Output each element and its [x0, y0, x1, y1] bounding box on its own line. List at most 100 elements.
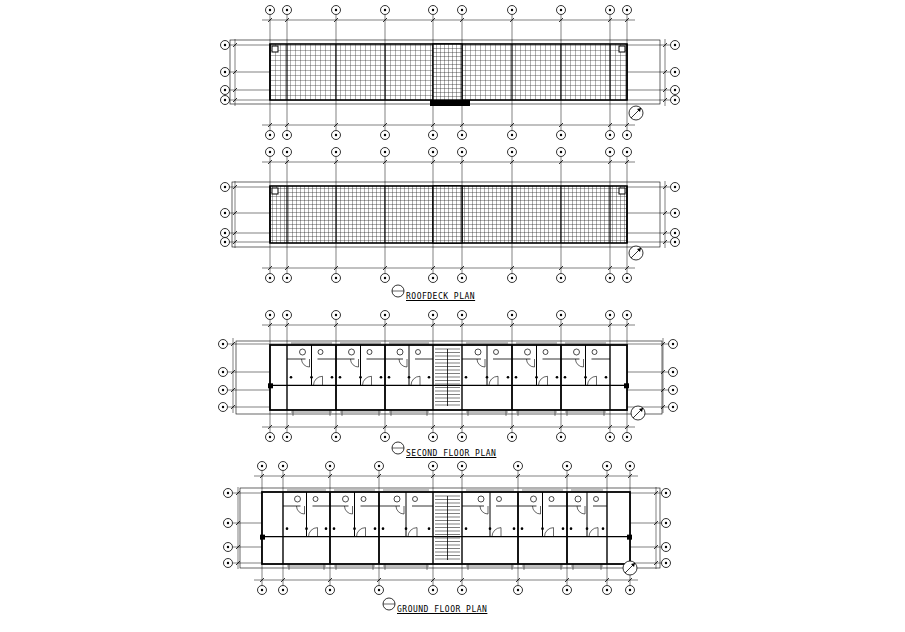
- grid-bubble: [603, 462, 612, 471]
- window: [516, 412, 557, 413]
- light-fixture: [388, 376, 391, 379]
- grid-bubble-dot: [674, 44, 676, 46]
- dimension-tick: [231, 405, 235, 409]
- roof-beam: [335, 44, 336, 100]
- window: [466, 490, 514, 491]
- party-wall: [329, 492, 330, 564]
- railing: [524, 564, 525, 570]
- dimension-tick: [268, 266, 272, 270]
- party-wall: [378, 492, 379, 564]
- interior-wall: [330, 506, 349, 507]
- door-swing: [345, 506, 353, 514]
- window: [287, 566, 326, 567]
- interior-wall: [462, 506, 484, 507]
- slab-outline: [232, 182, 660, 247]
- north-arrow: [623, 561, 637, 575]
- window: [466, 343, 508, 344]
- plan-title: ROOFDECK PLAN: [405, 292, 476, 301]
- grid-bubble-dot: [629, 465, 631, 467]
- dimension-line: [238, 487, 239, 569]
- interior-wall: [536, 345, 537, 385]
- plan-title-box: GROUND FLOOR PLAN: [396, 598, 488, 616]
- grid-bubble-dot: [461, 314, 463, 316]
- dimension-tick: [236, 561, 240, 565]
- interior-wall: [567, 506, 581, 507]
- dimension-tick: [625, 323, 629, 327]
- window: [522, 566, 563, 567]
- grid-bubble-dot: [227, 492, 229, 494]
- grid-bubble-dot: [461, 465, 463, 467]
- light-fixture: [586, 527, 589, 530]
- grid-bubble: [332, 274, 341, 283]
- grid-bubble-dot: [269, 277, 271, 279]
- dimension-tick: [510, 323, 514, 327]
- party-wall: [335, 345, 336, 410]
- door-swing: [408, 528, 417, 537]
- dimension-tick: [608, 18, 612, 22]
- interior-wall: [462, 359, 481, 360]
- grid-bubble: [508, 274, 517, 283]
- lavatory-fixture: [413, 497, 418, 502]
- grid-bubble-dot: [626, 314, 628, 316]
- window: [389, 412, 429, 413]
- grid-bubble: [626, 462, 635, 471]
- grid-bubble-dot: [335, 151, 337, 153]
- grid-bubble: [221, 209, 230, 218]
- dimension-tick: [565, 474, 569, 478]
- grid-bubble: [381, 131, 390, 140]
- grid-bubble: [326, 586, 335, 595]
- grid-line: [610, 15, 611, 130]
- grid-bubble: [221, 41, 230, 50]
- dimension-line: [656, 487, 657, 569]
- interior-wall: [367, 359, 386, 360]
- lavatory-fixture: [494, 350, 499, 355]
- north-arrow: [631, 563, 635, 567]
- grid-bubble-dot: [461, 589, 463, 591]
- grid-line: [433, 320, 434, 432]
- dimension-tick: [431, 123, 435, 127]
- grid-line: [561, 15, 562, 130]
- dimension-tick: [431, 266, 435, 270]
- light-fixture: [359, 376, 362, 379]
- dimension-tick: [431, 474, 435, 478]
- grid-bubble: [557, 148, 566, 157]
- interior-wall: [493, 359, 512, 360]
- railing: [573, 564, 574, 570]
- lavatory-fixture: [361, 497, 366, 502]
- grid-bubble-dot: [511, 134, 513, 136]
- grid-bubble: [221, 238, 230, 247]
- dimension-tick: [285, 160, 289, 164]
- dimension-tick: [334, 123, 338, 127]
- roof-beam: [286, 44, 287, 100]
- grid-bubble-dot: [286, 436, 288, 438]
- interior-wall: [490, 492, 491, 537]
- light-fixture: [339, 376, 342, 379]
- dimension-tick: [334, 323, 338, 327]
- interior-wall: [354, 492, 355, 537]
- dimension-tick: [625, 160, 629, 164]
- door-swing: [399, 359, 407, 367]
- dimension-tick: [236, 545, 240, 549]
- window: [291, 343, 332, 344]
- interior-wall: [385, 359, 403, 360]
- dimension-tick: [661, 405, 665, 409]
- grid-bubble-dot: [461, 436, 463, 438]
- door-swing: [545, 528, 554, 537]
- stair-rail: [447, 349, 448, 406]
- grid-bubble-dot: [329, 589, 331, 591]
- grid-bubble-dot: [335, 277, 337, 279]
- dimension-tick: [383, 123, 387, 127]
- railing: [391, 410, 392, 416]
- grid-bubble: [671, 86, 680, 95]
- grid-bubble-dot: [629, 589, 631, 591]
- drain: [272, 188, 278, 194]
- window: [571, 566, 603, 567]
- dimension-tick: [559, 266, 563, 270]
- grid-bubble-dot: [461, 9, 463, 11]
- dimension-tick: [285, 323, 289, 327]
- grid-line: [336, 157, 337, 273]
- window: [340, 412, 381, 413]
- dimension-tick: [285, 425, 289, 429]
- interior-wall: [409, 345, 410, 385]
